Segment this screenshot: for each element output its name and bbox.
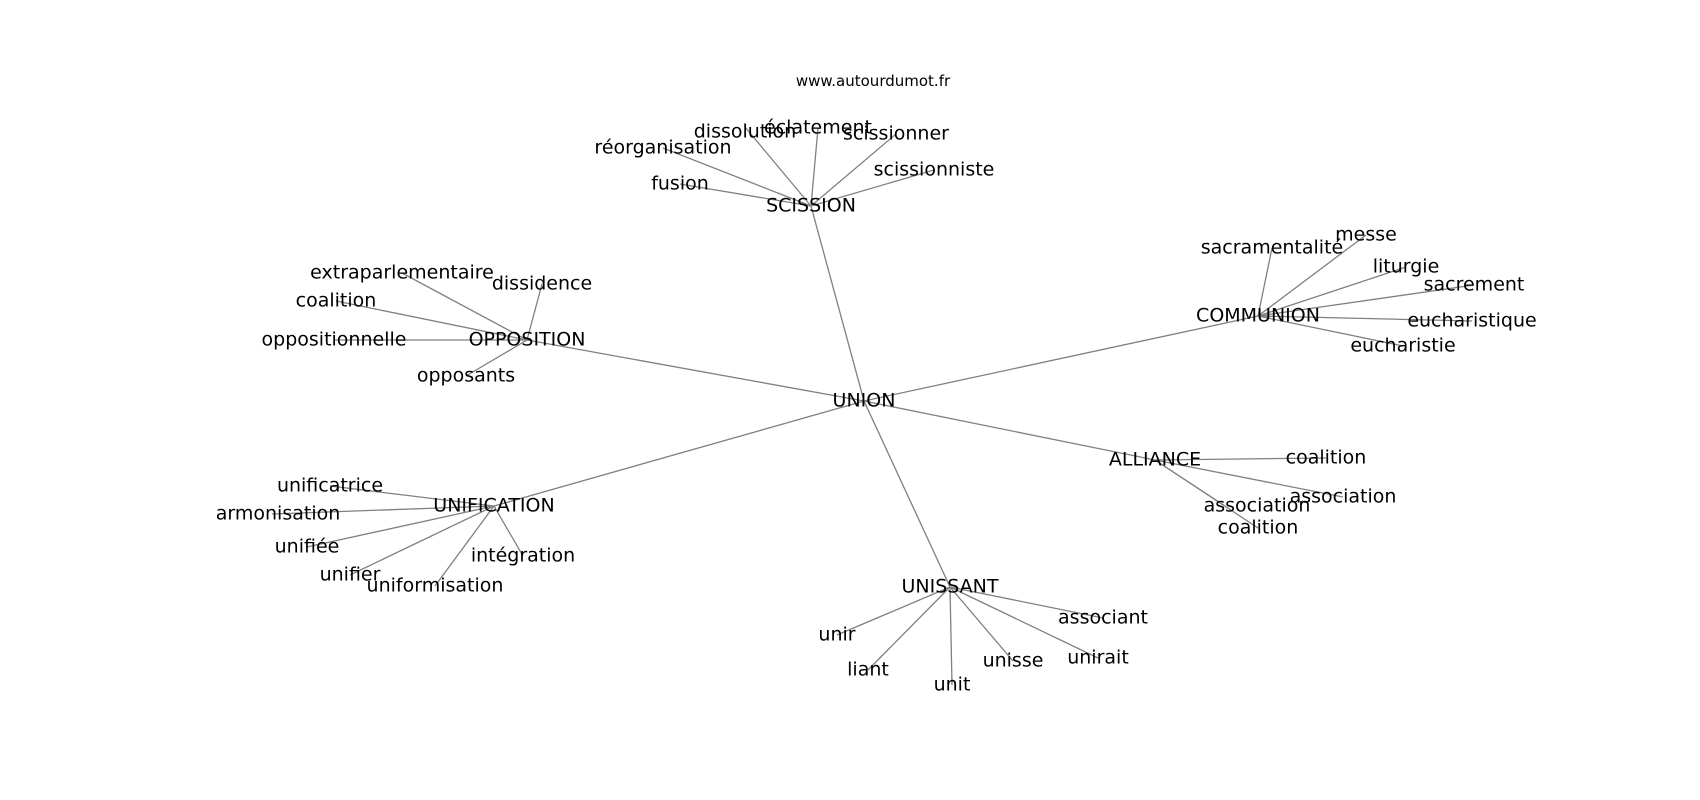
edge-opposition-coalition (335, 300, 528, 341)
node-term-sacramentalite[interactable]: sacramentalité (1201, 237, 1343, 259)
node-term-unirait[interactable]: unirait (1067, 647, 1129, 669)
edge-unissant-unisse (949, 586, 1014, 662)
edge-unification-uniformisation (434, 505, 495, 587)
node-term-eclatement[interactable]: éclatement (764, 117, 872, 139)
node-term-unit[interactable]: unit (934, 674, 971, 696)
node-term-coalition[interactable]: coalition (1286, 447, 1367, 469)
edge-communion-liturgie (1257, 266, 1407, 317)
edge-unification-harmonisation (271, 505, 495, 515)
node-term-scissionniste[interactable]: scissionniste (874, 159, 995, 181)
edge-communion-eucharistique (1257, 315, 1473, 322)
edge-scission-dissolution (744, 126, 812, 207)
node-term-coalition[interactable]: coalition (296, 290, 377, 312)
edge-opposition-opposants (465, 339, 528, 377)
node-hub-communion[interactable]: COMMUNION (1196, 305, 1320, 327)
node-term-scissionner[interactable]: scissionner (843, 123, 949, 145)
node-term-extraparlementaire[interactable]: extraparlementaire (310, 262, 494, 284)
edge-union-alliance (863, 400, 1156, 461)
node-term-fusion[interactable]: fusion (651, 173, 709, 195)
edge-opposition-extraparlementaire (401, 272, 528, 341)
edge-scission-eclatement (810, 127, 819, 207)
edge-communion-messe (1257, 234, 1367, 317)
node-term-sacrement[interactable]: sacrement (1424, 274, 1525, 296)
node-term-dissolution[interactable]: dissolution (694, 121, 796, 143)
edge-union-scission (810, 205, 865, 402)
node-term-reorganisation[interactable]: réorganisation (594, 137, 731, 159)
node-hub-alliance[interactable]: ALLIANCE (1109, 449, 1201, 471)
edge-union-unissant (863, 400, 951, 588)
graph-edges (271, 126, 1475, 686)
node-hub-opposition[interactable]: OPPOSITION (469, 329, 586, 351)
edge-unissant-unirait (949, 586, 1099, 659)
node-term-eucharistie[interactable]: eucharistie (1350, 335, 1455, 357)
edge-scission-fusion (679, 183, 812, 207)
node-term-unifiee[interactable]: unifiée (275, 536, 340, 558)
node-term-associant[interactable]: associant (1058, 607, 1148, 629)
node-term-eucharistique[interactable]: eucharistique (1407, 310, 1536, 332)
edge-union-opposition (526, 339, 865, 402)
node-term-unifier[interactable]: unifier (320, 564, 381, 586)
edge-communion-sacramentalite (1257, 247, 1273, 317)
edge-union-unification (493, 400, 865, 507)
node-union-center[interactable]: UNION (833, 390, 896, 412)
edge-scission-scissionniste (810, 169, 935, 207)
node-term-association[interactable]: association (1290, 486, 1397, 508)
node-term-integration[interactable]: intégration (471, 545, 575, 567)
edge-unification-unifier (349, 505, 495, 576)
node-hub-unissant[interactable]: UNISSANT (901, 576, 998, 598)
node-hub-unification[interactable]: UNIFICATION (433, 495, 554, 517)
node-term-messe[interactable]: messe (1335, 224, 1397, 246)
node-term-coalition[interactable]: coalition (1218, 517, 1299, 539)
edge-unissant-liant (867, 586, 951, 671)
edge-communion-sacrement (1257, 284, 1475, 317)
node-term-oppositionnelle[interactable]: oppositionnelle (262, 329, 407, 351)
node-term-unificatrice[interactable]: unificatrice (277, 475, 383, 497)
edge-alliance-coalition (1154, 457, 1327, 461)
node-term-uniformisation[interactable]: uniformisation (367, 575, 504, 597)
edge-unification-unificatrice (329, 485, 495, 507)
edge-scission-reorganisation (662, 147, 812, 207)
node-term-liant[interactable]: liant (847, 659, 889, 681)
node-term-unir[interactable]: unir (818, 624, 855, 646)
edge-unissant-unit (949, 586, 953, 686)
edge-scission-scissionner (810, 133, 897, 207)
edge-alliance-coalition (1154, 459, 1259, 529)
edge-unissant-associant (949, 586, 1104, 619)
node-term-harmonisation[interactable]: harmonisation (204, 503, 341, 525)
node-term-opposants[interactable]: opposants (417, 365, 515, 387)
edge-unissant-unir (836, 586, 951, 636)
edge-unification-integration (493, 505, 524, 557)
node-term-liturgie[interactable]: liturgie (1373, 256, 1440, 278)
node-hub-scission[interactable]: SCISSION (766, 195, 856, 217)
edge-opposition-dissidence (526, 283, 543, 341)
edge-union-communion (863, 315, 1259, 402)
edge-communion-eucharistie (1257, 315, 1404, 347)
edge-alliance-association (1154, 459, 1344, 498)
node-term-dissidence[interactable]: dissidence (492, 273, 592, 295)
node-term-unisse[interactable]: unisse (983, 650, 1044, 672)
edge-unification-unifiee (306, 505, 495, 548)
source-watermark: www.autourdumot.fr (795, 72, 951, 90)
node-term-association[interactable]: association (1204, 495, 1311, 517)
